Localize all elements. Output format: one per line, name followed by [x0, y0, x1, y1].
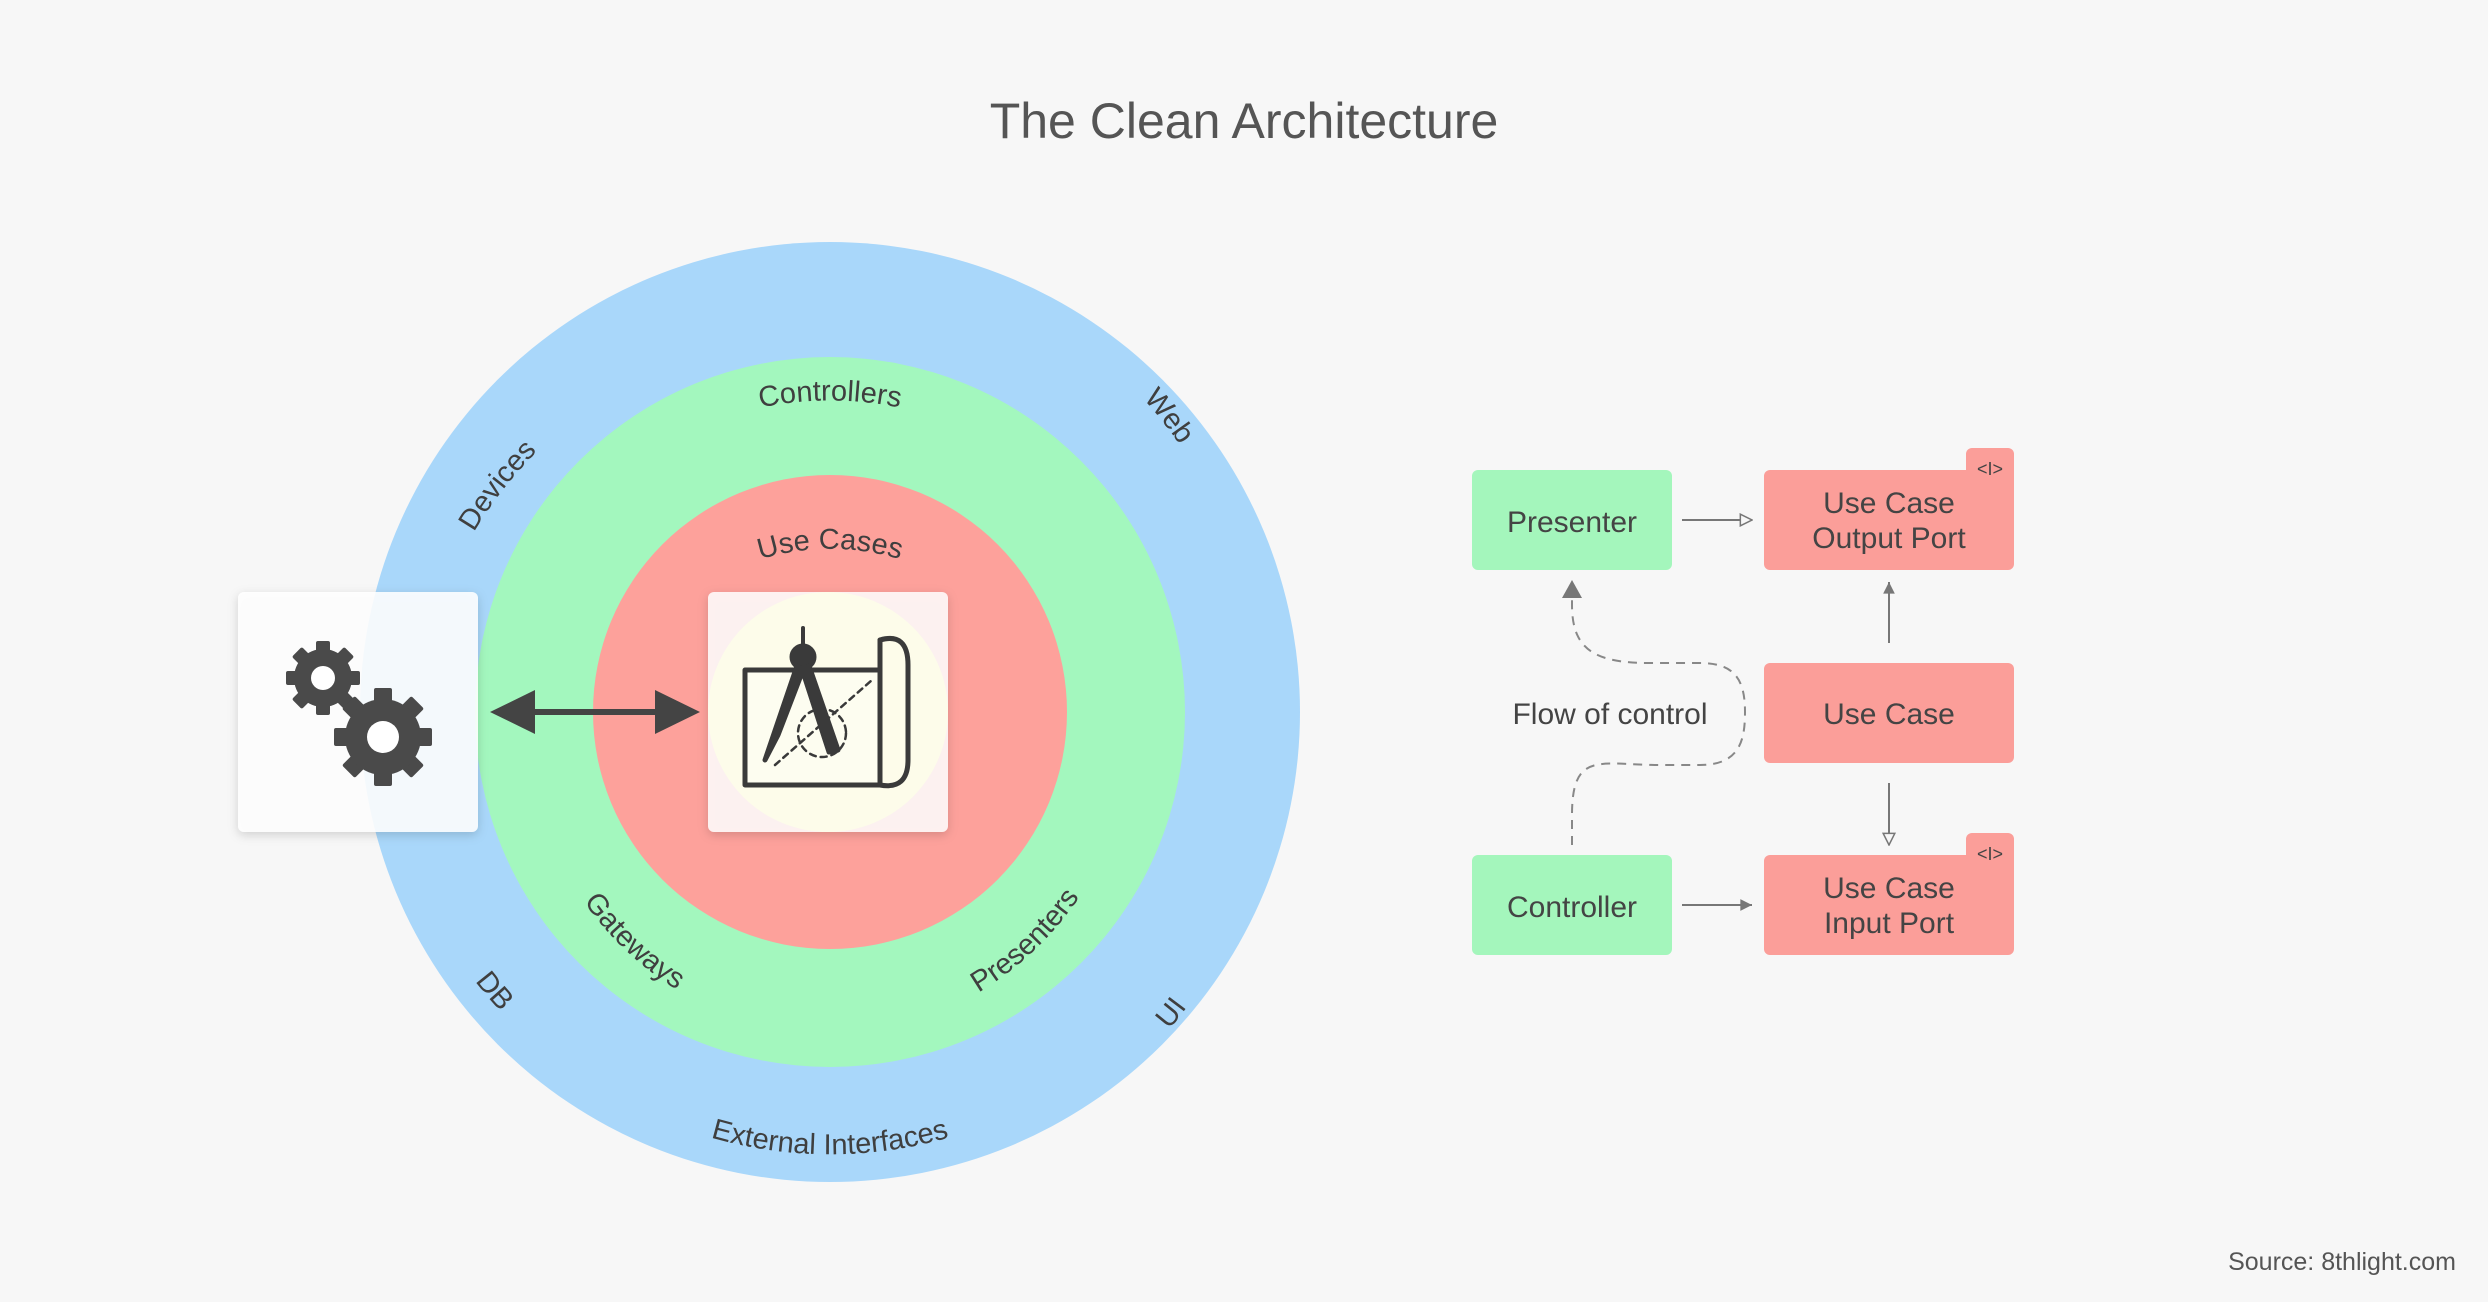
- dependency-double-arrow: [490, 690, 700, 734]
- output-port-label-line2: Output Port: [1812, 522, 1966, 555]
- source-credit: Source: 8thlight.com: [2228, 1248, 2456, 1276]
- output-port-box: <I> Use Case Output Port: [1764, 448, 2014, 570]
- use-case-box: Use Case: [1764, 663, 2014, 763]
- controller-box: Controller: [1472, 855, 1672, 955]
- gears-icon: [286, 641, 432, 786]
- external-card: [238, 592, 478, 832]
- flow-of-control-label: Flow of control: [1512, 698, 1707, 731]
- page-title: The Clean Architecture: [990, 93, 1499, 149]
- use-case-label: Use Case: [1823, 698, 1955, 731]
- controller-label: Controller: [1507, 891, 1637, 924]
- output-port-interface-tag: <I>: [1977, 459, 2003, 479]
- input-port-label-line2: Input Port: [1824, 907, 1955, 940]
- flow-diagram: Presenter Controller <I> Use Case Output…: [1472, 448, 2014, 955]
- flow-of-control-curve: [1571, 597, 1747, 845]
- input-port-box: <I> Use Case Input Port: [1764, 833, 2014, 955]
- blueprint-compass-icon: [742, 626, 911, 789]
- flow-of-control-arrowhead: [1562, 580, 1582, 598]
- output-port-label-line1: Use Case: [1823, 487, 1955, 520]
- core-card: [708, 592, 948, 832]
- presenter-label: Presenter: [1507, 506, 1637, 539]
- presenter-box: Presenter: [1472, 470, 1672, 570]
- input-port-interface-tag: <I>: [1977, 844, 2003, 864]
- input-port-label-line1: Use Case: [1823, 872, 1955, 905]
